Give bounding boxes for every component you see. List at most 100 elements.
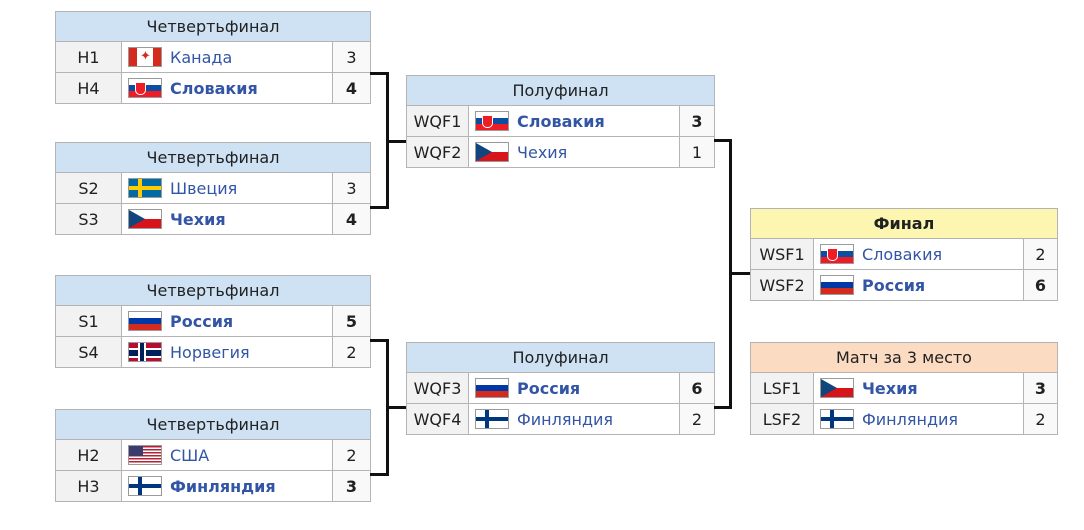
match-title: Полуфинал — [406, 75, 715, 106]
team-link[interactable]: Чехия — [862, 379, 918, 398]
team-link[interactable]: Россия — [517, 379, 581, 398]
seed-label: H1 — [55, 41, 122, 73]
norway-flag-icon — [128, 342, 162, 362]
team-cell: Финляндия — [813, 403, 1024, 435]
team-cell: Россия — [813, 269, 1024, 301]
seed-label: H4 — [55, 72, 122, 104]
table-row: S4 Норвегия 2 — [55, 336, 371, 368]
bracket-connector — [370, 206, 388, 209]
team-link[interactable]: Финляндия — [862, 410, 959, 429]
match-title: Финал — [750, 208, 1058, 239]
team-cell: Чехия — [121, 203, 333, 235]
russia-flag-icon — [820, 275, 854, 295]
table-row: S3 Чехия 4 — [55, 203, 371, 235]
team-link[interactable]: Словакия — [170, 79, 258, 98]
score: 2 — [679, 403, 715, 435]
team-link[interactable]: Чехия — [170, 210, 226, 229]
score: 3 — [1023, 372, 1058, 404]
team-link[interactable]: Словакия — [862, 245, 943, 264]
team-link[interactable]: Финляндия — [170, 477, 276, 496]
score: 4 — [332, 72, 371, 104]
team-cell: Чехия — [813, 372, 1024, 404]
table-row: LSF2 Финляндия 2 — [750, 403, 1058, 435]
table-row: S2 Швеция 3 — [55, 172, 371, 204]
finland-flag-icon — [128, 476, 162, 496]
score: 6 — [679, 372, 715, 404]
match-title: Четвертьфинал — [55, 142, 371, 173]
team-cell: Словакия — [121, 72, 333, 104]
score: 1 — [679, 136, 715, 168]
slovakia-flag-icon — [128, 78, 162, 98]
table-row: LSF1 Чехия 3 — [750, 372, 1058, 404]
semifinal-1: Полуфинал WQF1 Словакия 3 WQF2 Чехия 1 — [406, 75, 715, 168]
score: 2 — [1023, 403, 1058, 435]
seed-label: H3 — [55, 470, 122, 502]
table-row: H3 Финляндия 3 — [55, 470, 371, 502]
score: 3 — [332, 172, 371, 204]
bracket-connector — [370, 339, 388, 342]
table-row: WSF1 Словакия 2 — [750, 238, 1058, 270]
seed-label: WSF2 — [750, 269, 814, 301]
team-cell: Финляндия — [121, 470, 333, 502]
team-link[interactable]: Швеция — [170, 179, 238, 198]
team-link[interactable]: Россия — [170, 312, 234, 331]
quarterfinal-2: Четвертьфинал S2 Швеция 3 S3 Чехия 4 — [55, 142, 371, 235]
table-row: H2 США 2 — [55, 439, 371, 471]
score: 6 — [1023, 269, 1058, 301]
team-link[interactable]: Канада — [170, 48, 233, 67]
bracket-connector — [714, 139, 732, 142]
team-link[interactable]: Норвегия — [170, 343, 250, 362]
team-cell: США — [121, 439, 333, 471]
quarterfinal-1: Четвертьфинал H1 Канада 3 H4 Словакия 4 — [55, 11, 371, 104]
finland-flag-icon — [475, 409, 509, 429]
russia-flag-icon — [128, 311, 162, 331]
third-place-match: Матч за 3 место LSF1 Чехия 3 LSF2 Финлян… — [750, 342, 1058, 435]
match-title: Четвертьфинал — [55, 275, 371, 306]
team-cell: Норвегия — [121, 336, 333, 368]
russia-flag-icon — [475, 378, 509, 398]
bracket-connector — [729, 272, 750, 275]
team-link[interactable]: Россия — [862, 276, 926, 295]
bracket-connector — [386, 406, 406, 409]
match-title: Матч за 3 место — [750, 342, 1058, 373]
team-cell: Канада — [121, 41, 333, 73]
table-row: WSF2 Россия 6 — [750, 269, 1058, 301]
bracket-connector — [370, 72, 388, 75]
team-link[interactable]: Финляндия — [517, 410, 614, 429]
table-row: WQF1 Словакия 3 — [406, 105, 715, 137]
seed-label: WSF1 — [750, 238, 814, 270]
bracket-connector — [386, 140, 406, 143]
sweden-flag-icon — [128, 178, 162, 198]
team-link[interactable]: Чехия — [517, 143, 568, 162]
match-title: Полуфинал — [406, 342, 715, 373]
team-cell: Россия — [121, 305, 333, 337]
table-row: WQF3 Россия 6 — [406, 372, 715, 404]
team-cell: Словакия — [813, 238, 1024, 270]
slovakia-flag-icon — [475, 111, 509, 131]
czech-flag-icon — [475, 142, 509, 162]
team-link[interactable]: Словакия — [517, 112, 605, 131]
seed-label: S2 — [55, 172, 122, 204]
score: 2 — [1023, 238, 1058, 270]
quarterfinal-4: Четвертьфинал H2 США 2 H3 Финляндия 3 — [55, 409, 371, 502]
seed-label: LSF2 — [750, 403, 814, 435]
team-cell: Чехия — [468, 136, 680, 168]
table-row: H1 Канада 3 — [55, 41, 371, 73]
team-link[interactable]: США — [170, 446, 210, 465]
usa-flag-icon — [128, 445, 162, 465]
team-cell: Россия — [468, 372, 680, 404]
seed-label: WQF2 — [406, 136, 469, 168]
canada-flag-icon — [128, 47, 162, 67]
seed-label: LSF1 — [750, 372, 814, 404]
score: 3 — [332, 470, 371, 502]
finland-flag-icon — [820, 409, 854, 429]
seed-label: H2 — [55, 439, 122, 471]
czech-flag-icon — [128, 209, 162, 229]
table-row: WQF2 Чехия 1 — [406, 136, 715, 168]
seed-label: S3 — [55, 203, 122, 235]
team-cell: Финляндия — [468, 403, 680, 435]
seed-label: S1 — [55, 305, 122, 337]
semifinal-2: Полуфинал WQF3 Россия 6 WQF4 Финляндия 2 — [406, 342, 715, 435]
team-cell: Словакия — [468, 105, 680, 137]
slovakia-flag-icon — [820, 244, 854, 264]
